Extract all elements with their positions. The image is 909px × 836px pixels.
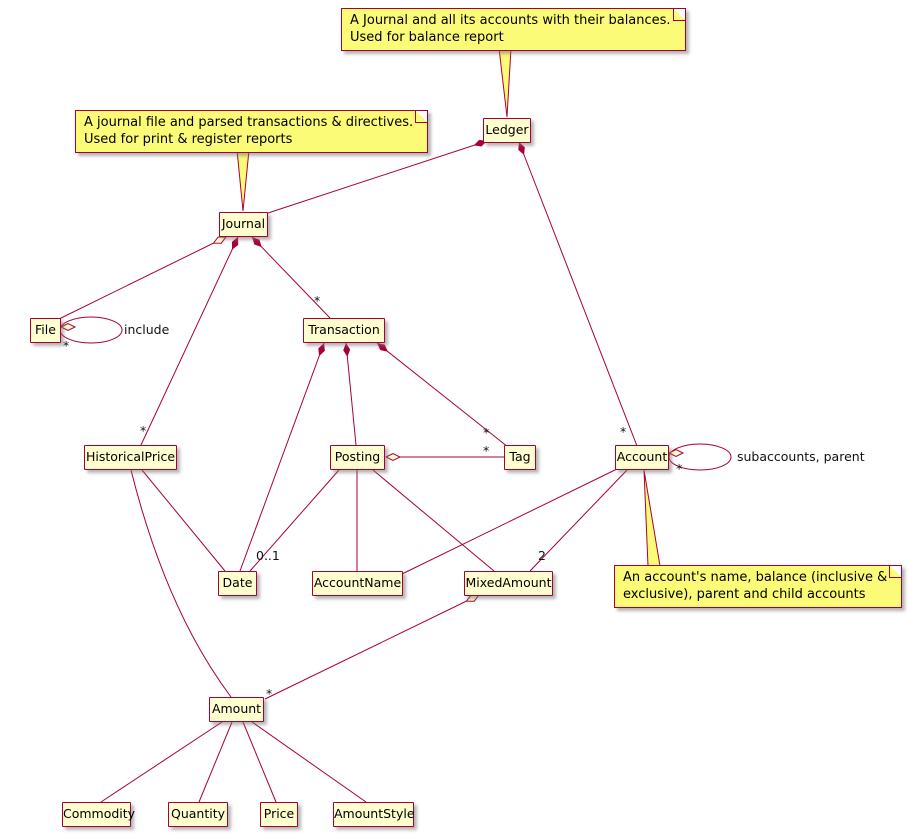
edge-transaction-posting bbox=[343, 342, 357, 446]
edge-amount-amountstyle bbox=[251, 721, 367, 803]
edge-journal-transaction bbox=[251, 236, 331, 319]
class-historicalprice: HistoricalPrice bbox=[84, 445, 177, 470]
class-journal: Journal bbox=[219, 212, 268, 237]
class-commodity: Commodity bbox=[62, 802, 135, 827]
label-journal-prices-mult: * bbox=[140, 423, 147, 438]
edge-ledger-journal bbox=[264, 139, 488, 215]
note-account-line1: An account's name, balance (inclusive & bbox=[623, 570, 888, 585]
edge-journal-historicalprice bbox=[140, 236, 239, 446]
class-posting: Posting bbox=[330, 445, 385, 470]
class-tag: Tag bbox=[504, 445, 536, 470]
label-posting-tags-mult: * bbox=[483, 443, 490, 458]
class-quantity: Quantity bbox=[168, 802, 228, 827]
edge-amount-commodity bbox=[100, 721, 223, 803]
note-ledger: A Journal and all its accounts with thei… bbox=[341, 8, 686, 51]
note-fold-icon bbox=[415, 111, 428, 123]
label-file-include-mult: * bbox=[63, 338, 70, 353]
class-transaction: Transaction bbox=[303, 318, 385, 343]
note-journal-line1: A journal file and parsed transactions &… bbox=[84, 115, 414, 130]
note-pointer-ledger bbox=[498, 47, 512, 118]
class-account: Account bbox=[615, 445, 669, 470]
edge-posting-date bbox=[249, 469, 340, 572]
note-fold-icon bbox=[889, 566, 902, 578]
class-file: File bbox=[30, 318, 61, 343]
note-pointer-journal bbox=[236, 149, 250, 212]
label-journal-transactions-mult: * bbox=[314, 293, 321, 308]
diamond-account-self bbox=[667, 448, 685, 458]
note-account: An account's name, balance (inclusive & … bbox=[614, 565, 903, 608]
edge-amount-quantity bbox=[198, 721, 233, 803]
class-price: Price bbox=[260, 802, 298, 827]
edge-account-mixedamount bbox=[529, 468, 629, 572]
class-amount: Amount bbox=[209, 697, 264, 722]
edge-mixedamount-amount bbox=[264, 595, 479, 700]
note-journal-line2: Used for print & register reports bbox=[84, 132, 293, 147]
edge-account-accountname bbox=[401, 468, 618, 575]
edge-transaction-date bbox=[239, 342, 325, 572]
label-mixedamount-amounts-mult: * bbox=[266, 686, 273, 701]
note-fold-icon bbox=[672, 9, 685, 21]
label-posting-date-mult: 0..1 bbox=[256, 548, 280, 563]
class-mixedamount: MixedAmount bbox=[464, 571, 553, 596]
label-file-include: include bbox=[124, 322, 170, 337]
edge-historicalprice-amount bbox=[130, 469, 232, 698]
edge-historicalprice-date bbox=[141, 469, 226, 572]
edge-ledger-account bbox=[518, 141, 638, 447]
edge-account-self-loop bbox=[668, 443, 732, 471]
note-ledger-line2: Used for balance report bbox=[350, 30, 504, 45]
edge-transaction-tag bbox=[376, 342, 509, 448]
label-ledger-accounts-mult: * bbox=[620, 424, 627, 439]
class-ledger: Ledger bbox=[483, 118, 531, 143]
note-ledger-line1: A Journal and all its accounts with thei… bbox=[350, 13, 671, 28]
label-account-self-mult: * bbox=[676, 461, 683, 476]
edge-journal-file bbox=[58, 237, 226, 320]
note-account-line2: exclusive), parent and child accounts bbox=[623, 587, 866, 602]
class-accountname: AccountName bbox=[312, 571, 403, 596]
note-journal: A journal file and parsed transactions &… bbox=[75, 110, 429, 153]
label-account-self: subaccounts, parent bbox=[737, 449, 865, 464]
label-transaction-tags-mult: * bbox=[483, 425, 490, 440]
class-amountstyle: AmountStyle bbox=[333, 802, 415, 827]
note-pointer-account bbox=[643, 469, 661, 567]
class-date: Date bbox=[218, 571, 257, 596]
diamond-file-include bbox=[59, 322, 77, 332]
edge-posting-mixedamount bbox=[372, 469, 495, 572]
edge-amount-price bbox=[242, 721, 277, 803]
label-account-balances-mult: 2 bbox=[538, 548, 546, 563]
